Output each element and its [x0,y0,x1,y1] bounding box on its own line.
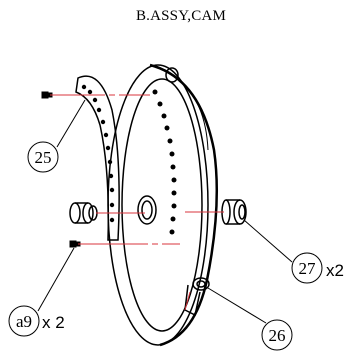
callout-a9-label: a9 [16,312,32,331]
callout-27: 27 x2 [291,252,344,284]
leader-lines [37,99,293,324]
wheel-holes [152,89,177,235]
callout-26: 26 [261,319,293,351]
callout-a9-quantity: x 2 [42,313,65,332]
callout-a9: a9 x 2 [8,305,65,337]
callout-27-quantity: x2 [326,261,344,280]
bushing-left [69,202,98,224]
centerlines [50,94,224,311]
bushing-27 [221,199,247,225]
segment-holes [81,84,115,223]
callout-26-label: 26 [269,326,286,345]
callout-27-label: 27 [299,259,317,278]
callout-25-label: 25 [35,148,52,167]
callout-25: 25 [27,141,59,173]
drawing-title: B.ASSY,CAM [135,8,227,24]
cam-segment [75,75,120,241]
cam-wheel [107,63,219,347]
